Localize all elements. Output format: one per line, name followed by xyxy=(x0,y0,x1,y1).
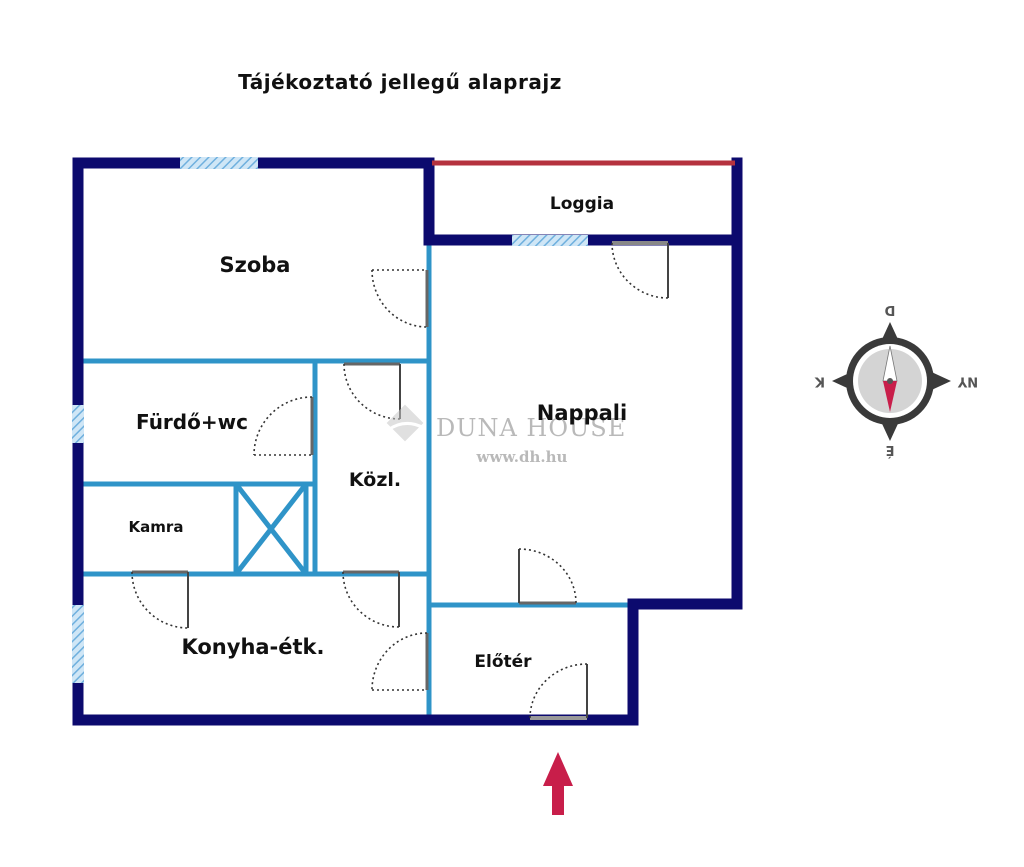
entrance-arrow-icon xyxy=(543,752,573,815)
wall-perimeter xyxy=(72,157,743,726)
door-nappali xyxy=(518,548,577,605)
compass-south: D xyxy=(884,302,895,317)
room-label-eloter: Előtér xyxy=(474,652,532,672)
compass-north: É xyxy=(886,442,895,458)
wall-north xyxy=(72,157,743,246)
duna-house-logo-icon xyxy=(386,404,425,442)
watermark-brand: DUNA HOUSE xyxy=(436,414,626,442)
shaft-box xyxy=(233,481,309,577)
doors xyxy=(131,241,669,720)
door-loggia xyxy=(611,241,669,299)
door-kamra xyxy=(131,570,189,629)
door-furdo xyxy=(253,396,314,456)
door-kozl xyxy=(343,362,401,420)
plan-title: Tájékoztató jellegű alaprajz xyxy=(238,70,562,94)
window-szoba xyxy=(180,157,258,169)
room-label-nappali: Nappali xyxy=(537,401,627,425)
room-label-szoba: Szoba xyxy=(220,253,291,277)
window-furdo xyxy=(72,405,84,443)
compass-icon: D É K NY xyxy=(814,302,978,458)
room-label-konyha: Konyha-étk. xyxy=(181,635,324,659)
door-konyha-eloter xyxy=(371,632,429,691)
window-nappali xyxy=(512,235,588,246)
room-labels: Szoba Loggia Nappali Fürdő+wc Közl. Kamr… xyxy=(129,194,628,672)
windows xyxy=(72,157,588,683)
window-konyha xyxy=(72,605,84,683)
room-label-loggia: Loggia xyxy=(550,194,614,214)
door-entrance xyxy=(529,663,588,720)
compass-west: NY xyxy=(957,374,978,389)
compass-east: K xyxy=(814,374,825,389)
room-label-kozl: Közl. xyxy=(349,469,401,491)
shaft-cross-b xyxy=(234,482,308,576)
inner-walls xyxy=(80,242,628,720)
outer-walls xyxy=(72,157,743,726)
watermark: DUNA HOUSE www.dh.hu xyxy=(386,404,626,466)
watermark-url: www.dh.hu xyxy=(476,448,568,466)
door-szoba xyxy=(371,269,429,328)
room-label-kamra: Kamra xyxy=(129,518,184,536)
door-konyha-kozl xyxy=(342,570,400,628)
room-label-furdo: Fürdő+wc xyxy=(136,410,248,434)
